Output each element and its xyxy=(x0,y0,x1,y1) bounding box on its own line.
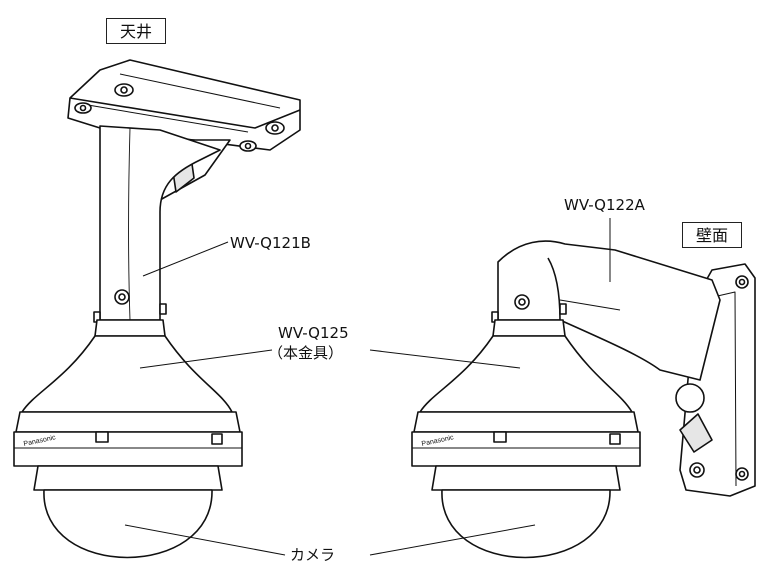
ceiling-label: 天井 xyxy=(106,18,166,44)
wall-label: 壁面 xyxy=(682,222,742,248)
main-bracket-name-label: （本金具） xyxy=(268,344,344,362)
leader-camera-left xyxy=(124,524,286,556)
wall-mount-label: WV-Q122A xyxy=(564,196,645,214)
leader-main-right xyxy=(369,349,521,369)
ceiling-camera-dome xyxy=(33,465,223,559)
leader-main-left xyxy=(139,349,273,369)
leader-lines xyxy=(124,218,611,556)
ceiling-bracket xyxy=(67,59,301,323)
camera-label: カメラ xyxy=(290,546,336,564)
wall-camera-dome xyxy=(431,465,621,559)
ceiling-mount-label: WV-Q121B xyxy=(230,234,311,252)
wall-bracket xyxy=(491,240,756,497)
main-bracket-model-label: WV-Q125 xyxy=(278,324,349,342)
ceiling-main-bracket xyxy=(13,319,243,467)
wall-main-bracket xyxy=(411,319,641,467)
leader-ceiling-mount xyxy=(142,241,229,277)
leader-camera-right xyxy=(369,524,536,556)
